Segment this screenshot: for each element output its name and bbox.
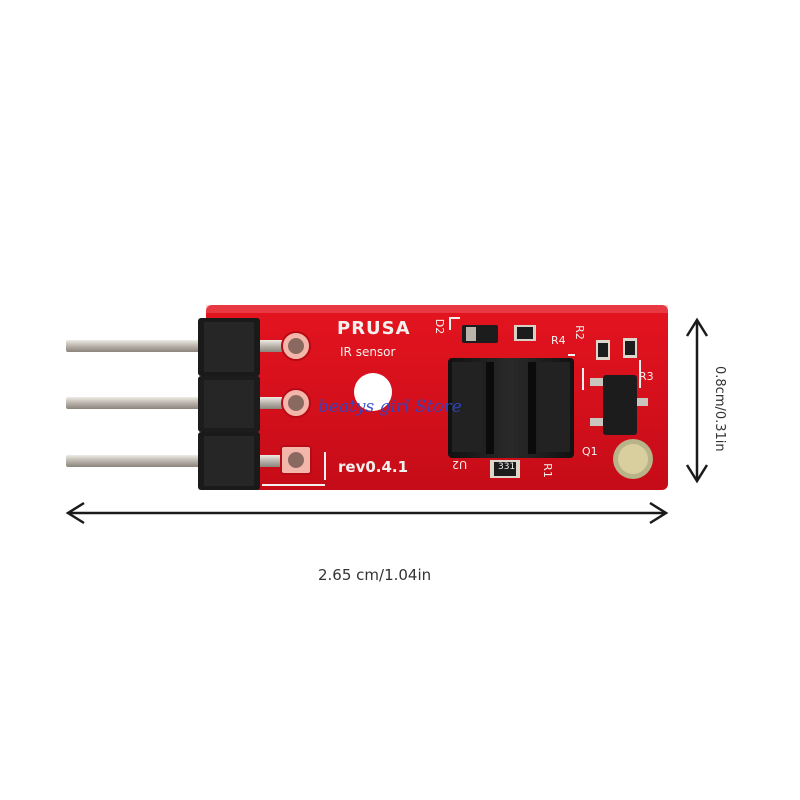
r1-label: R1	[540, 463, 554, 478]
store-watermark: beatys girl Store	[318, 397, 462, 417]
sensor-label: IR sensor	[340, 345, 396, 359]
ir-sensor-module	[448, 358, 574, 458]
mounting-hole	[354, 373, 392, 411]
q1-label: Q1	[582, 445, 598, 458]
resistor-code: 331	[498, 462, 516, 472]
r2-label: R2	[572, 325, 586, 340]
r4-label: R4	[551, 334, 566, 347]
height-dimension-arrow	[685, 317, 709, 484]
width-label: 2.65 cm/1.04in	[318, 566, 432, 584]
height-label: 0.8cm/0.31in	[712, 366, 727, 452]
test-pad	[613, 439, 653, 479]
brand-label: PRUSA	[337, 318, 411, 339]
revision-label: rev0.4.1	[338, 458, 409, 476]
pin-1	[66, 340, 211, 352]
width-dimension-arrow	[65, 501, 669, 525]
pin-header	[198, 318, 260, 490]
silkscreen-lines	[262, 317, 641, 486]
u2-label: U2	[452, 458, 468, 471]
transistor-q1	[590, 375, 648, 435]
smd-components	[462, 325, 637, 478]
pin-2	[66, 397, 211, 409]
pin-3	[66, 455, 211, 467]
d2-label: D2	[433, 318, 447, 335]
r3-label: R3	[639, 370, 654, 383]
solder-pads	[280, 331, 312, 475]
